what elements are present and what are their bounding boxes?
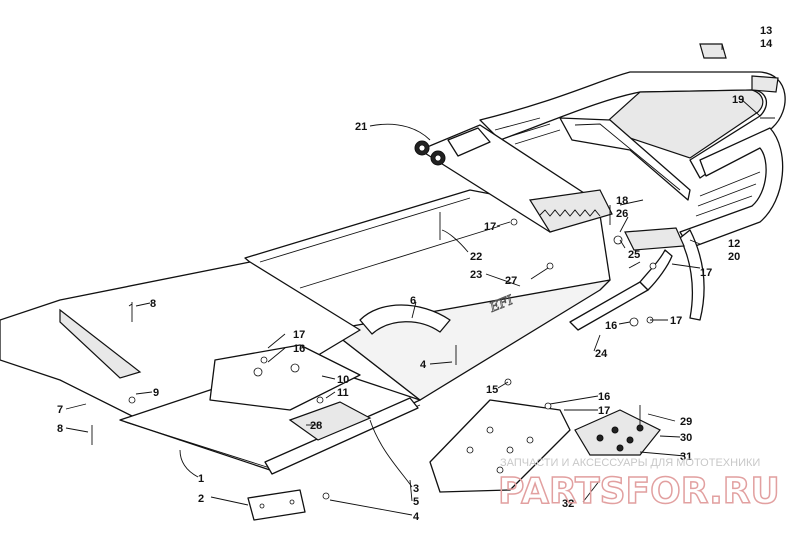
callout-8-top: 8 [150,298,156,310]
rear-bumper-assembly [479,71,786,321]
callout-4-tunnel: 4 [420,359,427,371]
callout-17-bumper: 17 [700,267,712,279]
watermark-logo: PARTSFOR.RU [498,471,780,512]
callout-16-bracket: 16 [598,391,610,403]
tunnel: EFI [244,189,611,401]
callout-17-bracket: 17 [598,405,610,417]
callout-26: 26 [616,208,628,220]
callout-32: 32 [562,498,574,510]
callout-24: 24 [595,348,608,360]
footrest-bracket [429,399,571,493]
callout-11: 11 [337,387,349,399]
watermark: ЗАПЧАСТИ И АКСЕССУАРЫ ДЛЯ МОТОТЕХНИКИ PA… [497,457,780,513]
callout-25: 25 [628,249,640,261]
callout-7: 7 [57,404,63,416]
tunnel-strap [359,304,451,335]
leader-lines [65,44,761,516]
reflector-plate [247,489,306,521]
callout-10: 10 [337,374,349,386]
callout-29: 29 [680,416,692,428]
callout-17-rod: 17 [670,315,682,327]
callout-17-left: 17 [293,329,305,341]
callout-28: 28 [310,420,322,432]
callout-20: 20 [728,251,740,263]
heat-exchanger [414,124,613,233]
callout-23: 23 [470,269,482,281]
callout-22: 22 [470,251,482,263]
callout-18: 18 [616,195,628,207]
watermark-caption: ЗАПЧАСТИ И АКСЕССУАРЫ ДЛЯ МОТОТЕХНИКИ [500,457,760,469]
callout-17-cooler: 17 [484,221,496,233]
callout-5: 5 [413,496,419,508]
callout-13: 13 [760,25,772,37]
callout-6: 6 [410,295,416,307]
callout-16-left: 16 [293,343,305,355]
callout-9: 9 [153,387,159,399]
step-plate [574,409,661,456]
decal-13-14 [699,43,779,93]
callout-3: 3 [413,483,419,495]
callout-4-plate: 4 [413,511,420,523]
callout-1: 1 [198,473,204,485]
rod [569,249,673,331]
callout-8-bottom: 8 [57,423,63,435]
callout-labels: 1 2 3 4 4 5 6 7 8 8 9 10 11 12 13 14 15 … [57,25,773,523]
callout-14: 14 [760,38,773,50]
callout-21: 21 [355,121,367,133]
callout-12: 12 [728,238,740,250]
callout-16-rod: 16 [605,320,617,332]
callout-2: 2 [198,493,204,505]
callout-30: 30 [680,432,692,444]
callout-27: 27 [505,275,517,287]
center-bracket [209,344,372,441]
callout-19: 19 [732,94,744,106]
callout-15: 15 [486,384,498,396]
callout-31: 31 [680,451,692,463]
